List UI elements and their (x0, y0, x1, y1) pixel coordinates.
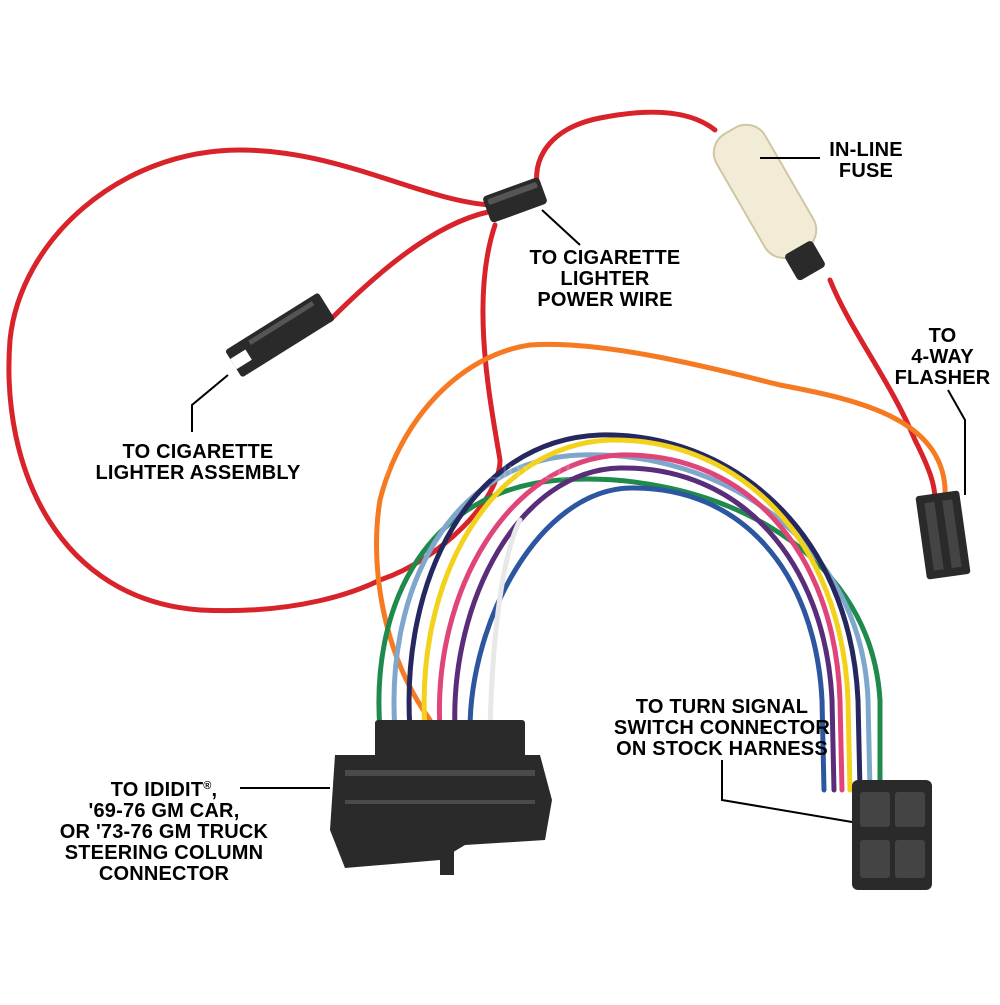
leader-turn-signal (721, 760, 853, 823)
label-line: TO (928, 325, 957, 347)
wire-light-blue (391, 452, 873, 793)
connector-body (226, 293, 334, 377)
red-wire-to-flasher (827, 277, 938, 503)
connector-face (375, 720, 525, 760)
label-text: , (211, 779, 218, 801)
red-wire-loop (6, 109, 938, 614)
label-lighter-assembly: TO CIGARETTE LIGHTER ASSEMBLY (80, 442, 316, 484)
label-line: IN-LINE (829, 139, 903, 161)
label-line: OR '73-76 GM TRUCK (59, 821, 269, 843)
wire-white (487, 517, 523, 733)
label-line: 4-WAY (911, 346, 974, 368)
label-four-way-flasher: TO 4-WAY FLASHER (885, 326, 1000, 389)
connector-slot (230, 349, 252, 370)
wire-yellow (421, 437, 853, 793)
label-line: FLASHER (894, 367, 991, 389)
registered-mark: ® (203, 780, 212, 792)
wire-pink (436, 452, 845, 793)
label-line: '69-76 GM CAR, (88, 800, 240, 822)
label-line: LIGHTER ASSEMBLY (95, 462, 301, 484)
orange-wire (374, 341, 948, 723)
label-line: LIGHTER (560, 268, 650, 290)
label-line: TO CIGARETTE (529, 247, 681, 269)
steering-column-connector (330, 720, 552, 875)
wire-dark-green (467, 485, 827, 793)
leader-lighter-power (541, 209, 581, 246)
leader-lighter-assembly (191, 374, 229, 432)
label-text: TO IDIDIT (110, 779, 204, 801)
red-wire-power-down (377, 222, 503, 583)
connector-ridge (860, 792, 890, 827)
connector-ridge (895, 840, 925, 878)
connector-ridge (895, 792, 925, 827)
label-line: POWER WIRE (537, 289, 673, 311)
red-wire-left-loop (6, 147, 493, 614)
label-line: TO TURN SIGNAL (635, 696, 809, 718)
fuse-cap (785, 241, 825, 281)
label-line: FUSE (838, 160, 894, 182)
connector-tab (440, 850, 454, 875)
wire-dark-blue (406, 432, 863, 793)
label-turn-signal: TO TURN SIGNAL SWITCH CONNECTOR ON STOCK… (600, 697, 844, 760)
lighter-power-connector (483, 177, 547, 223)
lighter-assembly-connector (226, 293, 334, 377)
label-line: STEERING COLUMN (64, 842, 264, 864)
red-wire-to-fuse (534, 109, 718, 198)
flasher-connector (915, 490, 971, 580)
label-line: CONNECTOR (98, 863, 230, 885)
connector-highlight (345, 770, 535, 776)
connector-highlight (487, 182, 538, 205)
label-line: ON STOCK HARNESS (616, 738, 828, 760)
turn-signal-connector (852, 780, 932, 890)
label-ididit: TO IDIDIT®, '69-76 GM CAR, OR '73-76 GM … (56, 776, 272, 885)
harness-bundle (376, 432, 883, 793)
label-line: SWITCH CONNECTOR (613, 717, 831, 739)
connector-ridge (860, 840, 890, 878)
wire-purple (452, 465, 837, 793)
red-wire-left-loop-inner (327, 209, 491, 323)
inline-fuse (712, 123, 825, 281)
connector-highlight (248, 300, 315, 345)
label-inline-fuse: IN-LINE FUSE (822, 140, 910, 182)
connector-body (330, 755, 552, 868)
connector-ridge (942, 499, 962, 569)
connector-highlight (345, 800, 535, 804)
label-line: TO CIGARETTE (122, 441, 274, 463)
label-lighter-power: TO CIGARETTE LIGHTER POWER WIRE (515, 248, 695, 311)
leader-four-way (947, 389, 966, 495)
leader-lines (191, 157, 966, 823)
watermark: © Classic Limited (370, 455, 572, 485)
label-line: TO IDIDIT®, (56, 776, 272, 801)
connector-ridge (924, 501, 944, 571)
